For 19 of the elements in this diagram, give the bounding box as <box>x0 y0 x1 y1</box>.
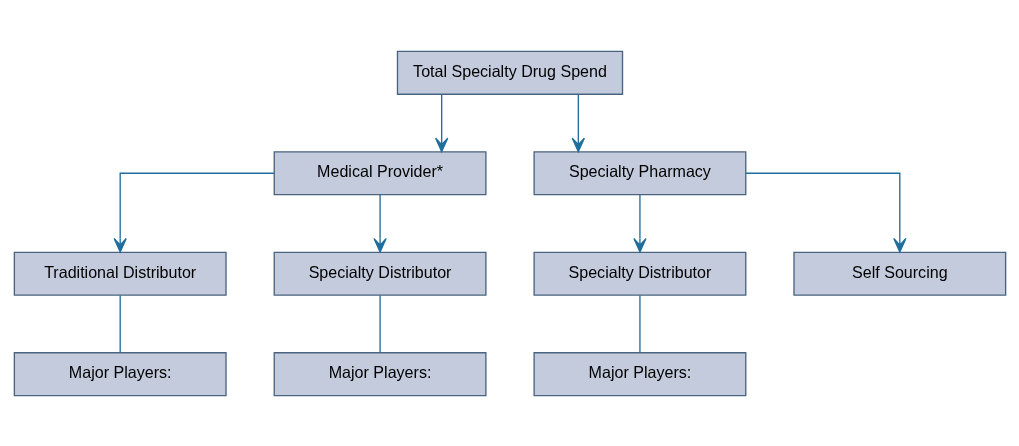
arrow <box>113 172 275 253</box>
node-box: Traditional Distributor <box>13 251 227 296</box>
node-box: Major Players: <box>532 351 746 396</box>
connector <box>119 294 121 353</box>
arrow <box>571 93 585 152</box>
node-box: Major Players: <box>13 351 227 396</box>
node-box: Self Sourcing <box>792 251 1006 296</box>
arrow <box>632 193 647 253</box>
node-box: Total Specialty Drug Spend <box>396 50 623 95</box>
arrow <box>744 172 906 253</box>
node-box: Specialty Distributor <box>532 251 746 296</box>
arrow <box>434 93 448 152</box>
node-box: Specialty Pharmacy <box>532 150 746 195</box>
arrow <box>372 193 387 253</box>
node-box: Major Players: <box>273 351 487 396</box>
connector <box>638 294 641 353</box>
node-box: Specialty Distributor <box>273 251 487 296</box>
connector <box>378 294 381 353</box>
node-box: Medical Provider* <box>273 150 487 195</box>
